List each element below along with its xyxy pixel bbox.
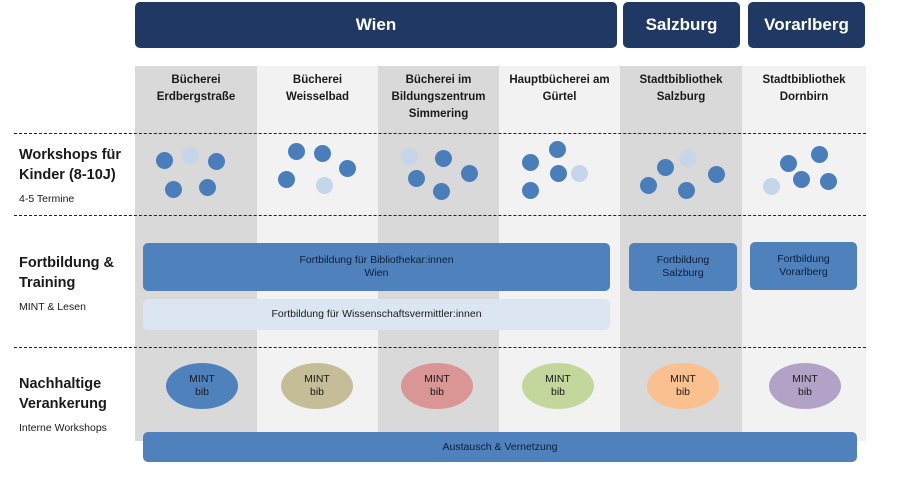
region-header-vorarlberg: Vorarlberg [748,2,865,48]
workshop-dot [165,181,182,198]
workshop-dot [288,143,305,160]
library-name-salzburg: Stadtbibliothek Salzburg [639,74,723,103]
mint-bib-ellipse-salzburg: MINT bib [647,363,719,409]
workshop-dot [339,160,356,177]
library-name-dornbirn: Stadtbibliothek Dornbirn [762,74,846,103]
workshop-dot [640,177,657,194]
library-name-erdbergstrasse: Bücherei Erdbergstraße [156,74,236,103]
mint-bib-ellipse-simmering: MINT bib [401,363,473,409]
workshop-dot [657,159,674,176]
workshop-dot [522,182,539,199]
wissenschaftsvermittler-bar: Fortbildung für Wissenschaftsvermittler:… [143,299,610,330]
row-title-fortbildung: Fortbildung & Training [19,255,115,291]
library-name-simmering: Bücherei im Bildungszentrum Simmering [391,74,486,120]
workshop-dot [433,183,450,200]
row-subtitle-workshops: 4-5 Termine [19,193,75,205]
fortbildung-salzburg-bar: Fortbildung Salzburg [629,243,737,291]
workshop-dot [780,155,797,172]
workshop-dot [763,178,780,195]
workshop-dot [820,173,837,190]
row-separator [14,347,866,348]
row-separator [14,215,866,216]
workshop-dot [314,145,331,162]
workshop-dot [708,166,725,183]
austausch-vernetzung-bar: Austausch & Vernetzung [143,432,857,462]
workshop-dot [679,150,696,167]
workshop-dot [401,148,418,165]
workshop-dot [199,179,216,196]
fortbildung-vorarlberg-bar: Fortbildung Vorarlberg [750,242,857,290]
workshop-dot [435,150,452,167]
workshop-dot [408,170,425,187]
row-subtitle-verankerung: Interne Workshops [19,422,107,434]
region-header-salzburg: Salzburg [623,2,740,48]
workshop-dot [156,152,173,169]
library-name-guertel: Hauptbücherei am Gürtel [509,74,610,103]
mint-bib-ellipse-erdbergstrasse: MINT bib [166,363,238,409]
workshop-dot [793,171,810,188]
workshop-dot [678,182,695,199]
row-subtitle-fortbildung: MINT & Lesen [19,301,86,313]
fortbildung-wien-bar: Fortbildung für Bibliothekar:innen Wien [143,243,610,291]
mint-bib-ellipse-guertel: MINT bib [522,363,594,409]
workshop-dot [571,165,588,182]
mint-bib-ellipse-dornbirn: MINT bib [769,363,841,409]
workshop-dot [182,147,199,164]
workshop-dot [549,141,566,158]
row-separator [14,133,866,134]
workshop-dot [208,153,225,170]
library-name-weisselbad: Bücherei Weisselbad [285,74,350,103]
mint-bib-ellipse-weisselbad: MINT bib [281,363,353,409]
workshop-dot [461,165,478,182]
row-title-workshops: Workshops für Kinder (8-10J) [19,147,122,183]
workshop-dot [550,165,567,182]
region-header-wien: Wien [135,2,617,48]
row-title-verankerung: Nachhaltige Verankerung [19,376,107,412]
workshop-dot [278,171,295,188]
workshop-dot [811,146,828,163]
workshop-dot [522,154,539,171]
workshop-dot [316,177,333,194]
